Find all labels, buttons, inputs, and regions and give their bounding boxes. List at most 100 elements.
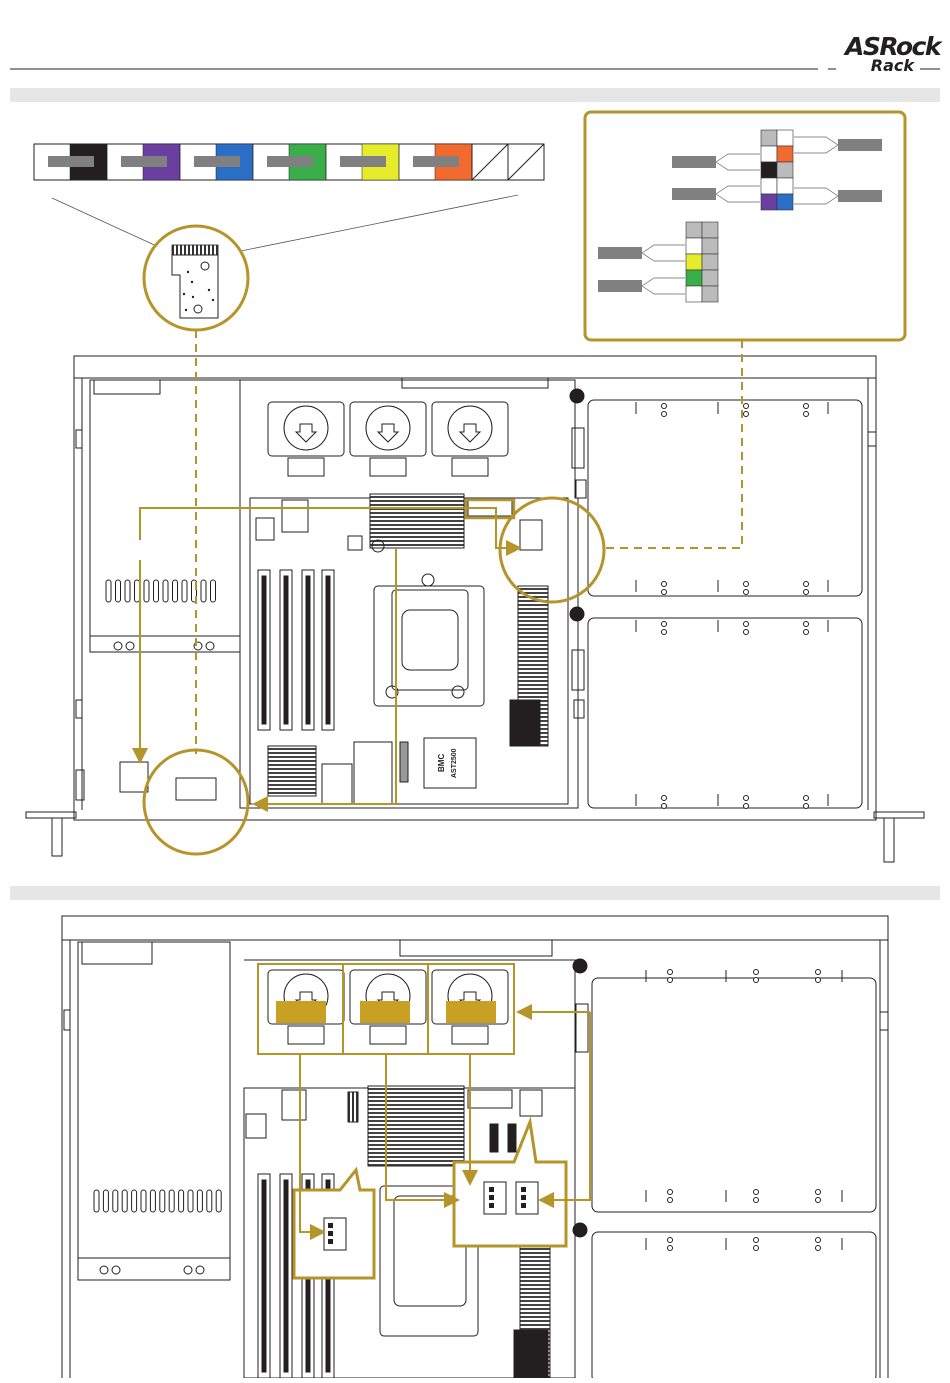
bay-hole — [804, 630, 809, 635]
bay-hole — [804, 582, 809, 587]
psu-vent — [201, 580, 206, 602]
fan-hub — [288, 1026, 324, 1044]
bay-hole — [744, 804, 749, 809]
bay-hole — [744, 404, 749, 409]
bay-hole — [662, 622, 667, 627]
bmc-label: BMC — [437, 754, 446, 772]
psu-vent — [103, 1190, 108, 1212]
dimm-contact — [306, 576, 310, 724]
dimm-contact — [262, 1180, 266, 1372]
cable-color-strip — [34, 144, 544, 180]
section-bar-1 — [10, 88, 940, 102]
strip-chip-4 — [267, 156, 313, 167]
bay-hole — [662, 796, 667, 801]
brand-logo: ASRock Rack — [828, 32, 940, 78]
psu-vent — [132, 1190, 137, 1212]
psu-vent — [113, 1190, 118, 1212]
dimm-contact — [284, 1180, 288, 1372]
bay-hole — [744, 630, 749, 635]
psu-vent — [207, 1190, 212, 1212]
psu-vent — [135, 580, 140, 602]
psu-vent — [173, 580, 178, 602]
psu-vent — [141, 1190, 146, 1212]
bay-hole — [804, 412, 809, 417]
psu-vent — [188, 1190, 193, 1212]
psu-vent — [216, 1190, 221, 1212]
connector-pinout-callout — [585, 112, 905, 340]
bay-hole — [662, 582, 667, 587]
bay-hole — [744, 590, 749, 595]
fan-hub — [370, 1026, 406, 1044]
bay-hole — [816, 1190, 821, 1195]
server-chassis-top-view — [26, 356, 924, 862]
psu-vent — [197, 1190, 202, 1212]
brand-sub: Rack — [871, 56, 914, 75]
bay-hole — [804, 590, 809, 595]
bay-hole — [668, 970, 673, 975]
server-chassis-fan-view — [62, 916, 888, 1378]
bay-hole — [816, 1198, 821, 1203]
bay-hole — [816, 1246, 821, 1251]
fan-hub — [452, 458, 488, 476]
bay-hole — [668, 1190, 673, 1195]
psu-vent — [154, 580, 159, 602]
psu-vent — [106, 580, 111, 602]
psu-vent — [144, 580, 149, 602]
bay-hole — [804, 404, 809, 409]
bay-hole — [668, 1198, 673, 1203]
psu-vent — [150, 1190, 155, 1212]
psu-vent — [211, 580, 216, 602]
bay-hole — [816, 978, 821, 983]
fan-hub — [452, 1026, 488, 1044]
connector-magnify-circle — [144, 226, 248, 330]
fan-label-3 — [446, 1001, 496, 1023]
bay-hole — [804, 804, 809, 809]
bay-hole — [662, 404, 667, 409]
dimm-contact — [326, 576, 330, 724]
bay-hole — [668, 1246, 673, 1251]
bay-hole — [816, 1238, 821, 1243]
bay-hole — [754, 1190, 759, 1195]
psu-vent — [116, 580, 121, 602]
bay-hole — [744, 622, 749, 627]
psu-vent — [163, 580, 168, 602]
psu-vent — [169, 1190, 174, 1212]
strip-chip-6 — [413, 156, 459, 167]
fan-hub — [288, 458, 324, 476]
bay-hole — [804, 796, 809, 801]
bay-hole — [754, 970, 759, 975]
bay-hole — [754, 1198, 759, 1203]
strip-chip-5 — [340, 156, 386, 167]
section-bar-2 — [10, 886, 940, 900]
bay-hole — [804, 622, 809, 627]
psu-vent — [179, 1190, 184, 1212]
bay-hole — [754, 978, 759, 983]
strip-chip-3 — [194, 156, 240, 167]
bay-hole — [744, 796, 749, 801]
fan-label-2 — [360, 1001, 410, 1023]
bay-hole — [744, 582, 749, 587]
bay-hole — [754, 1238, 759, 1243]
bmc-chip-label: AST2500 — [451, 748, 458, 778]
psu-vent — [182, 580, 187, 602]
psu-vent — [160, 1190, 165, 1212]
strip-chip-1 — [48, 156, 94, 167]
bay-hole — [668, 978, 673, 983]
dimm-contact — [262, 576, 266, 724]
bay-hole — [744, 412, 749, 417]
bay-hole — [662, 412, 667, 417]
bay-hole — [816, 970, 821, 975]
bay-hole — [662, 630, 667, 635]
strip-chip-2 — [121, 156, 167, 167]
psu-vent — [125, 580, 130, 602]
bay-hole — [662, 804, 667, 809]
bay-hole — [668, 1238, 673, 1243]
bay-hole — [754, 1246, 759, 1251]
fan-hub — [370, 458, 406, 476]
dimm-contact — [284, 576, 288, 724]
fan-label-1 — [276, 1001, 326, 1023]
bay-hole — [662, 590, 667, 595]
psu-vent — [94, 1190, 99, 1212]
psu-vent — [122, 1190, 127, 1212]
